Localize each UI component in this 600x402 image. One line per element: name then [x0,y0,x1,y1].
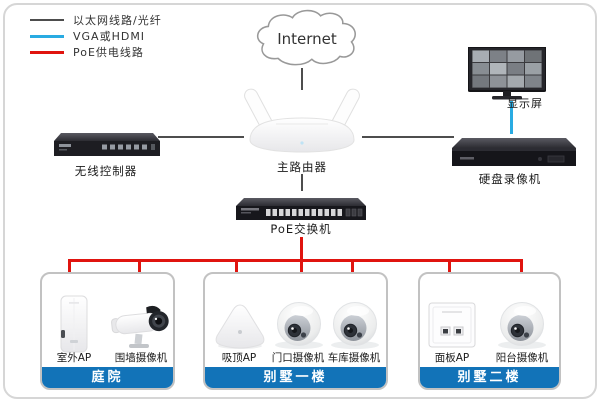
group-banner-villa-floor2: 别墅二楼 [420,367,559,388]
monitor-icon [467,46,547,101]
ethernet-line-swatch [30,19,64,21]
diagram-border [3,3,597,399]
garage-dome-camera-icon [327,300,383,354]
group-box-courtyard: 室外AP 围墙摄像机 庭院 [40,272,175,390]
legend-row-ethernet: 以太网线路/光纤 [30,12,162,28]
ethernet-line-controller-router [158,136,244,138]
group-banner-villa-floor1: 别墅一楼 [205,367,386,388]
group-banner-courtyard: 庭院 [42,367,173,388]
legend-label-vga: VGA或HDMI [73,30,146,43]
outdoor-ap-label: 室外AP [56,352,92,364]
nvr-icon [452,132,576,170]
group-box-villa-floor1: 吸顶AP 门口摄像机 车库摄像机 别墅一楼 [203,272,388,390]
legend-row-vga: VGA或HDMI [30,28,162,44]
ethernet-line-cloud-router [301,68,303,90]
poe-line-swatch [30,50,64,54]
poe-bus-line [68,259,523,262]
legend-row-poe: PoE供电线路 [30,44,162,60]
poe-switch-icon [236,190,366,224]
vga-line-monitor-nvr [510,101,513,134]
poe-switch-label: PoE交换机 [270,222,332,236]
monitor-label: 显示屏 [507,97,543,110]
wireless-controller-icon [54,130,160,160]
ceiling-ap-label: 吸顶AP [221,352,257,364]
legend: 以太网线路/光纤 VGA或HDMI PoE供电线路 [30,12,162,60]
internet-cloud-icon [249,8,365,70]
wall-camera-label: 围墙摄像机 [114,352,168,364]
door-dome-camera-icon [271,300,327,354]
bullet-camera-icon [108,298,174,358]
internet-label: Internet [277,30,337,48]
main-router-icon [242,84,362,156]
wireless-controller-label: 无线控制器 [74,164,138,178]
ethernet-line-router-switch [301,174,303,191]
vga-line-swatch [30,34,64,38]
outdoor-ap-icon [59,294,89,358]
balcony-camera-label: 阳台摄像机 [495,352,549,364]
balcony-dome-camera-icon [494,300,550,354]
ethernet-line-router-nvr [362,136,454,138]
legend-label-poe: PoE供电线路 [73,46,144,59]
door-camera-label: 门口摄像机 [271,352,325,364]
main-router-label: 主路由器 [277,160,327,174]
panel-ap-icon [428,302,476,352]
legend-label-ethernet: 以太网线路/光纤 [73,14,162,27]
group-box-villa-floor2: 面板AP 阳台摄像机 别墅二楼 [418,272,561,390]
poe-line-switch-bus [300,237,303,260]
garage-camera-label: 车库摄像机 [327,352,381,364]
ceiling-ap-icon [213,302,267,354]
panel-ap-label: 面板AP [434,352,470,364]
nvr-label: 硬盘录像机 [478,172,542,186]
